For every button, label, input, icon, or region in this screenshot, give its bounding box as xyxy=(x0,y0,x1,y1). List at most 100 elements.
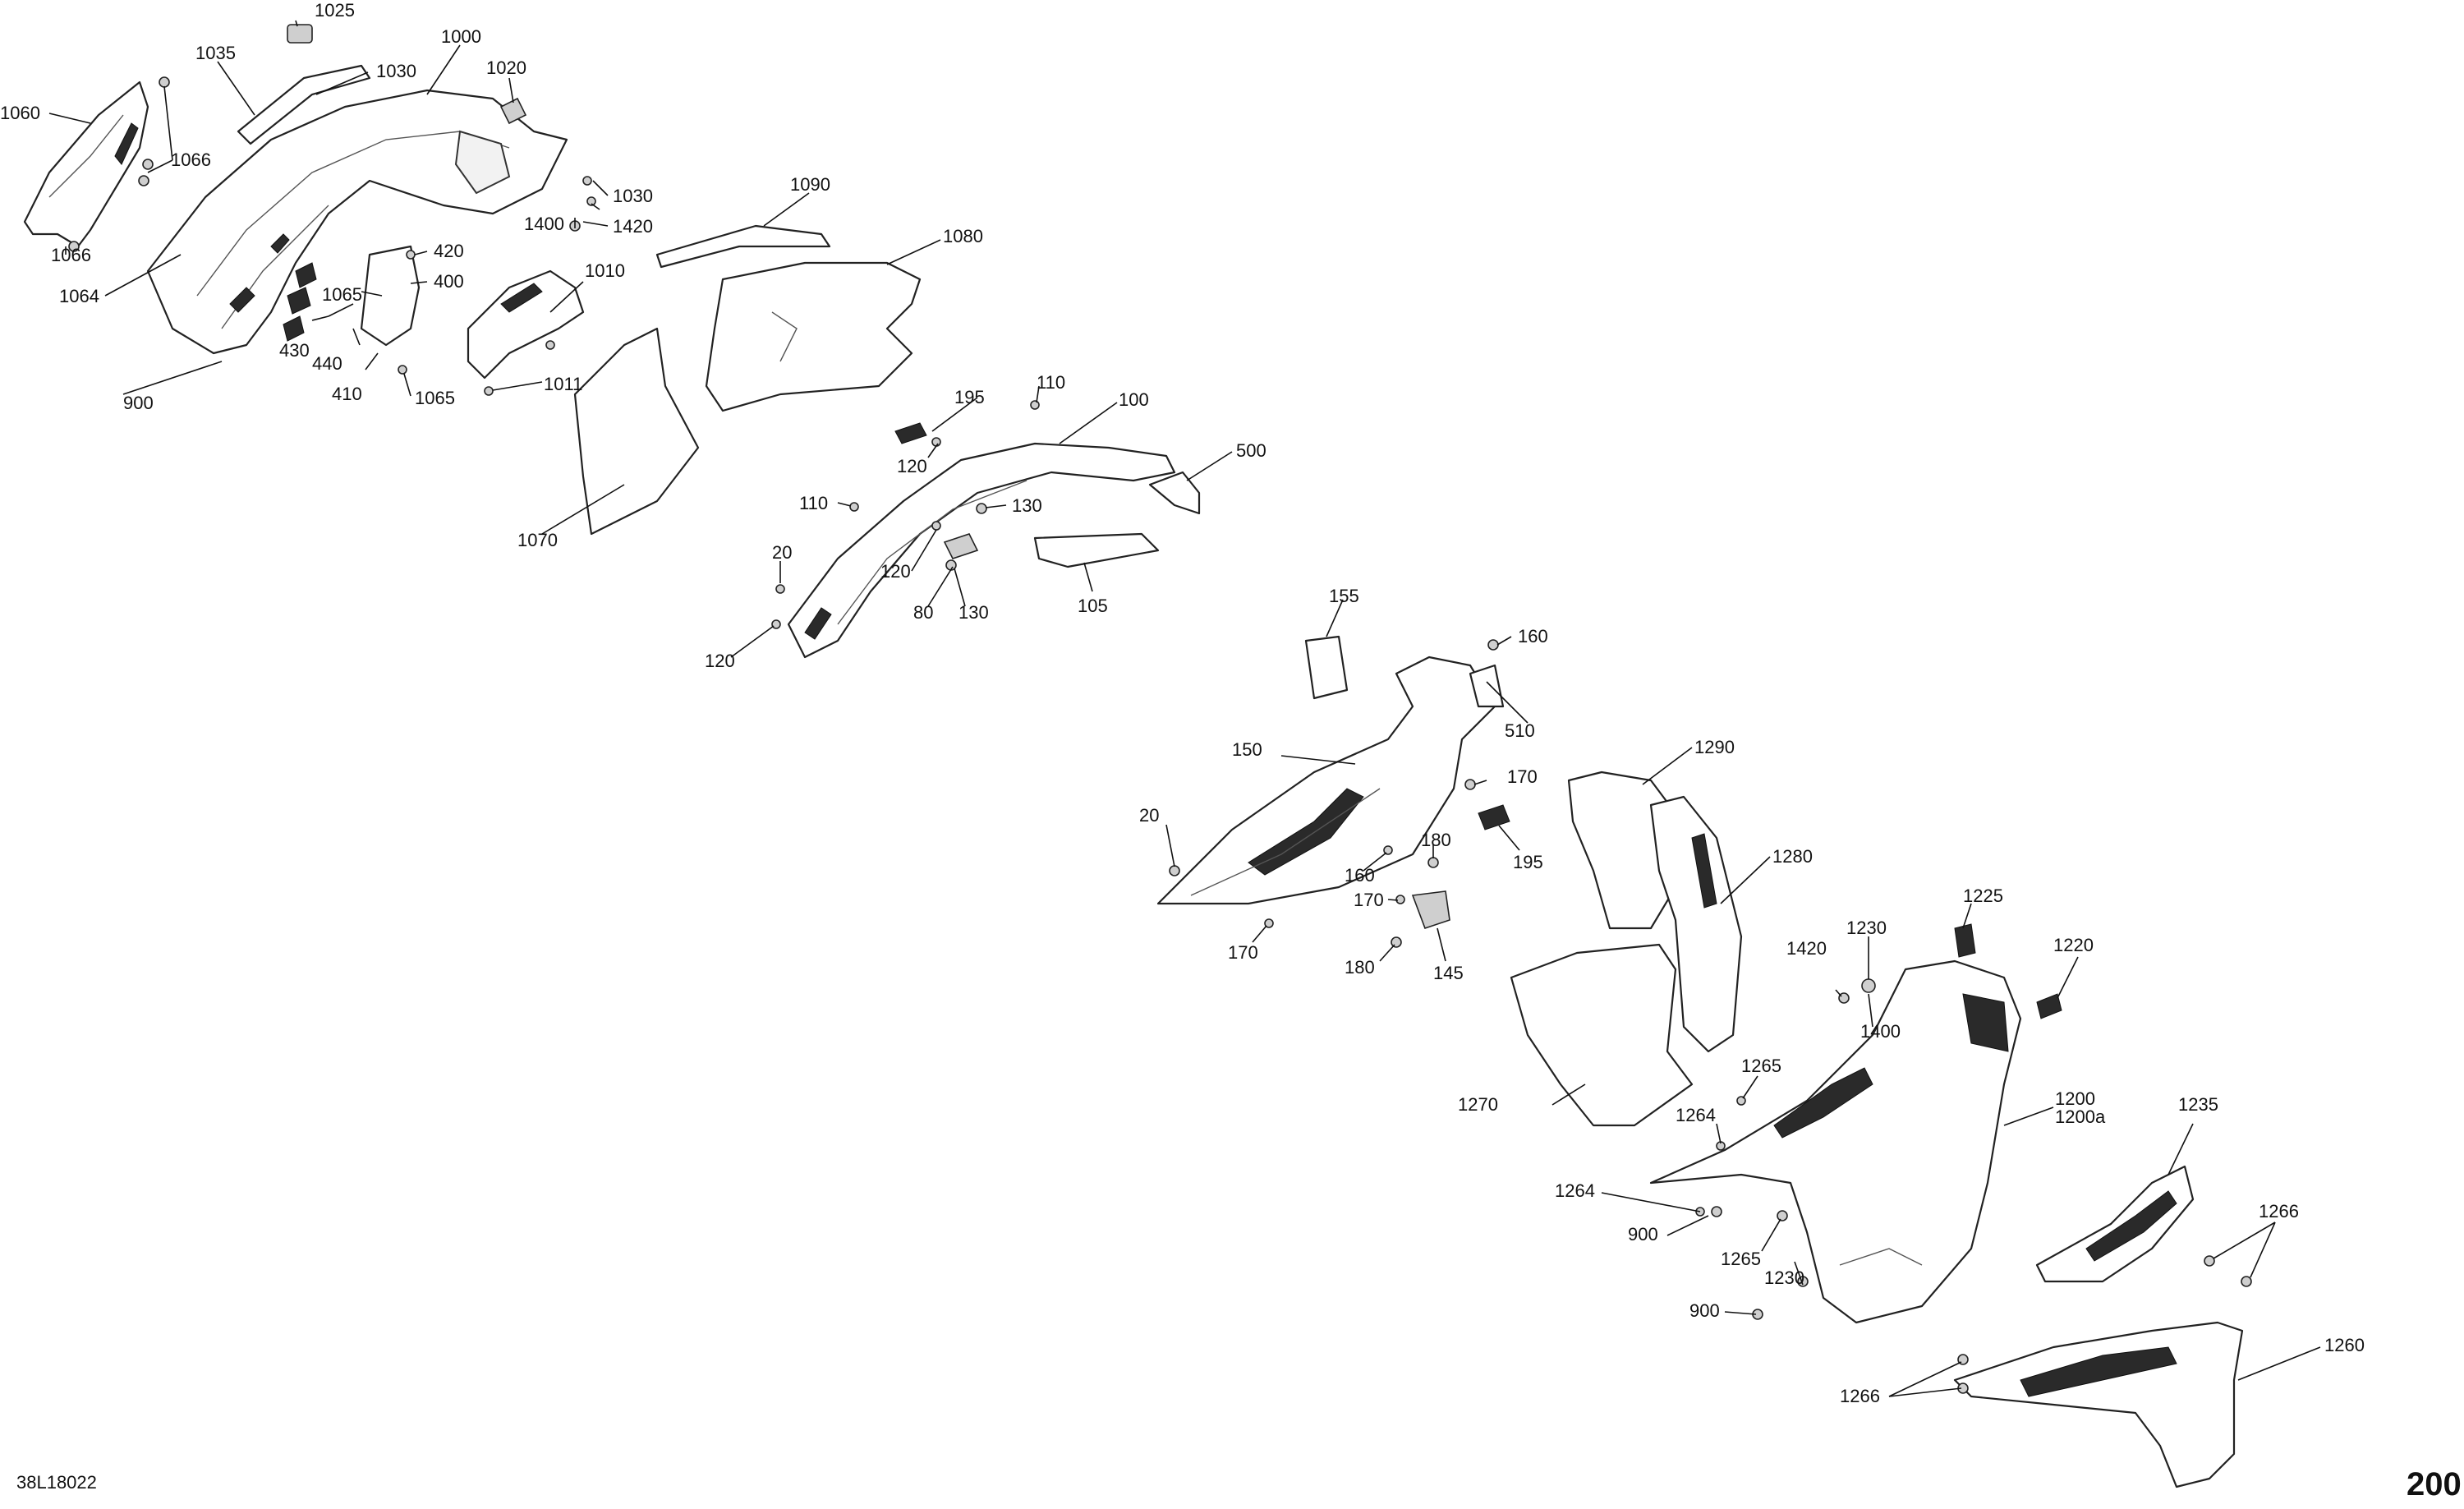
callout-1065: 1065 xyxy=(322,284,362,305)
part-1090-strip xyxy=(655,224,831,269)
callout-155: 155 xyxy=(1329,586,1359,606)
callout-110: 110 xyxy=(799,493,828,513)
part-1280-panel xyxy=(1649,795,1743,1053)
callout-1090: 1090 xyxy=(790,174,830,195)
callout-1000: 1000 xyxy=(441,26,481,47)
callout-1235: 1235 xyxy=(2178,1094,2218,1115)
callout-1025: 1025 xyxy=(315,0,355,21)
part-1060-side-panel xyxy=(23,81,149,248)
callout-1265: 1265 xyxy=(1741,1056,1781,1076)
callout-1280: 1280 xyxy=(1772,846,1813,867)
part-105-foam xyxy=(1033,532,1160,568)
callout-160: 160 xyxy=(1345,865,1375,886)
callout-180: 180 xyxy=(1345,957,1375,978)
callout-510: 510 xyxy=(1505,720,1535,741)
callout-1035: 1035 xyxy=(195,43,236,63)
callout-100: 100 xyxy=(1119,389,1149,410)
callout-80: 80 xyxy=(913,602,933,623)
callout-1065: 1065 xyxy=(415,388,455,408)
callout-1220: 1220 xyxy=(2053,935,2094,955)
callout-170: 170 xyxy=(1354,890,1384,910)
callout-900: 900 xyxy=(123,393,154,413)
leader-lines xyxy=(48,20,2321,1397)
callout-1266: 1266 xyxy=(2259,1201,2299,1221)
part-1000-upper-shell xyxy=(146,89,568,355)
drawing-code: 38L18022 xyxy=(16,1472,97,1493)
part-1220-clip xyxy=(2036,993,2062,1019)
part-150-lower-frame xyxy=(1156,656,1496,905)
callout-1400: 1400 xyxy=(524,214,564,234)
part-1260-side-panel xyxy=(1953,1321,2244,1488)
callout-180: 180 xyxy=(1421,830,1451,850)
part-400-vent-assembly xyxy=(283,245,421,347)
callout-1030: 1030 xyxy=(376,61,416,81)
page-number: 200 xyxy=(2407,1466,2462,1502)
part-1010-side-grille xyxy=(467,269,585,380)
callout-1230: 1230 xyxy=(1764,1267,1804,1288)
part-80-latch xyxy=(943,533,979,559)
callout-1080: 1080 xyxy=(943,226,983,246)
callout-1230: 1230 xyxy=(1846,918,1887,938)
part-1290-panel xyxy=(1567,771,1677,930)
callout-170: 170 xyxy=(1507,766,1538,787)
callout-170: 170 xyxy=(1228,942,1258,963)
callout-20: 20 xyxy=(772,542,792,563)
callout-1225: 1225 xyxy=(1963,886,2003,906)
callout-1266: 1266 xyxy=(1840,1386,1880,1406)
callout-1270: 1270 xyxy=(1458,1094,1498,1115)
part-1225-clip xyxy=(1954,923,1976,958)
callout-1420: 1420 xyxy=(1786,938,1827,959)
callout-440: 440 xyxy=(312,353,342,374)
callout-1010: 1010 xyxy=(585,260,625,281)
callout-1265: 1265 xyxy=(1721,1249,1761,1269)
callout-1030: 1030 xyxy=(613,186,653,206)
callout-1200: 1200 xyxy=(2055,1088,2095,1109)
callout-110: 110 xyxy=(1037,372,1065,393)
callout-1070: 1070 xyxy=(517,530,558,550)
callout-20: 20 xyxy=(1139,805,1159,826)
part-510-bracket xyxy=(1469,664,1505,708)
callout-1020: 1020 xyxy=(486,58,526,78)
callout-1200a: 1200a xyxy=(2055,1106,2106,1127)
callout-1400: 1400 xyxy=(1860,1021,1901,1042)
callout-1011: 1011 xyxy=(544,374,582,394)
part-1020-clip xyxy=(499,97,527,125)
callout-195: 195 xyxy=(954,387,985,407)
callout-150: 150 xyxy=(1232,739,1262,760)
part-1270-panel xyxy=(1510,943,1694,1127)
callout-1066: 1066 xyxy=(51,245,91,265)
callout-430: 430 xyxy=(279,340,310,361)
callout-1066: 1066 xyxy=(171,150,211,170)
fasteners xyxy=(68,76,2252,1394)
part-1025-clip xyxy=(287,24,313,44)
part-1235-vent-panel xyxy=(2035,1165,2195,1283)
part-500-bracket xyxy=(1148,471,1201,515)
callout-1290: 1290 xyxy=(1694,737,1735,757)
part-1200-lower-shell xyxy=(1649,959,2022,1324)
part-145-hinge xyxy=(1411,890,1450,930)
callout-160: 160 xyxy=(1518,626,1548,646)
callout-1420: 1420 xyxy=(613,216,653,237)
callout-120: 120 xyxy=(880,561,911,582)
callout-195: 195 xyxy=(1513,852,1543,872)
part-195-clip-mid xyxy=(1478,804,1510,830)
callout-900: 900 xyxy=(1689,1300,1720,1321)
part-1070-lower-panel xyxy=(573,327,700,536)
callout-105: 105 xyxy=(1078,596,1108,616)
callout-1060: 1060 xyxy=(0,103,40,123)
callout-130: 130 xyxy=(1012,495,1042,516)
callout-420: 420 xyxy=(434,241,464,261)
callout-120: 120 xyxy=(705,651,735,671)
callout-1064: 1064 xyxy=(59,286,99,306)
callout-130: 130 xyxy=(958,602,989,623)
callout-labels: 1025 1035 1030 1000 1020 1060 1066 1066 … xyxy=(0,0,2365,1406)
callout-500: 500 xyxy=(1236,440,1266,461)
callout-400: 400 xyxy=(434,271,464,292)
callout-1260: 1260 xyxy=(2324,1335,2365,1355)
callout-1264: 1264 xyxy=(1555,1180,1595,1201)
part-155-foam-block xyxy=(1304,635,1349,700)
callout-900: 900 xyxy=(1628,1224,1658,1244)
part-195-clip-top xyxy=(894,422,927,444)
part-100-nose-frame xyxy=(787,442,1176,659)
